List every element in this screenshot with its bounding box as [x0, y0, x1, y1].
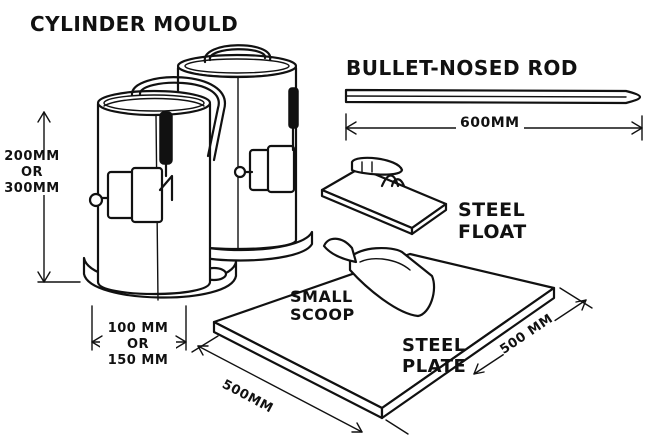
- steel-float: [320, 156, 448, 236]
- small-scoop-label-line1: SMALL: [290, 287, 353, 306]
- small-scoop-label-line2: SCOOP: [290, 304, 355, 324]
- bullet-nosed-rod-label: BULLET-NOSED ROD: [346, 56, 579, 80]
- height-label-line1: 200MM: [4, 149, 60, 164]
- height-dimension-line: [37, 111, 81, 283]
- plate-width-dimension-line: [191, 335, 363, 433]
- steel-plate-label: STEEL PLATE: [402, 335, 467, 377]
- steel-float-label: STEEL FLOAT: [458, 199, 527, 244]
- small-scoop: [322, 237, 436, 318]
- cylinder-mould-front: [82, 76, 238, 301]
- rod-length-label: 600MM: [456, 116, 524, 130]
- steel-float-label-line2: FLOAT: [458, 220, 527, 243]
- steel-plate: [212, 252, 556, 420]
- diameter-label-line1: 100 MM: [107, 321, 169, 336]
- steel-plate-label-line1: STEEL: [402, 335, 466, 356]
- bullet-nosed-rod: [344, 88, 642, 105]
- diameter-label-line3: 150 MM: [107, 353, 169, 368]
- diameter-label-line2: OR: [100, 338, 176, 351]
- cylinder-mould-label: CYLINDER MOULD: [30, 12, 239, 36]
- diameter-label: 100 MM OR 150 MM: [100, 322, 176, 367]
- steel-float-label-line1: STEEL: [458, 199, 526, 221]
- small-scoop-label: SMALL SCOOP: [290, 288, 355, 323]
- height-label-line3: 300MM: [4, 181, 60, 196]
- steel-plate-label-line2: PLATE: [402, 355, 467, 377]
- height-label: 200MM OR 300MM: [2, 150, 62, 195]
- height-label-line2: OR: [20, 165, 44, 180]
